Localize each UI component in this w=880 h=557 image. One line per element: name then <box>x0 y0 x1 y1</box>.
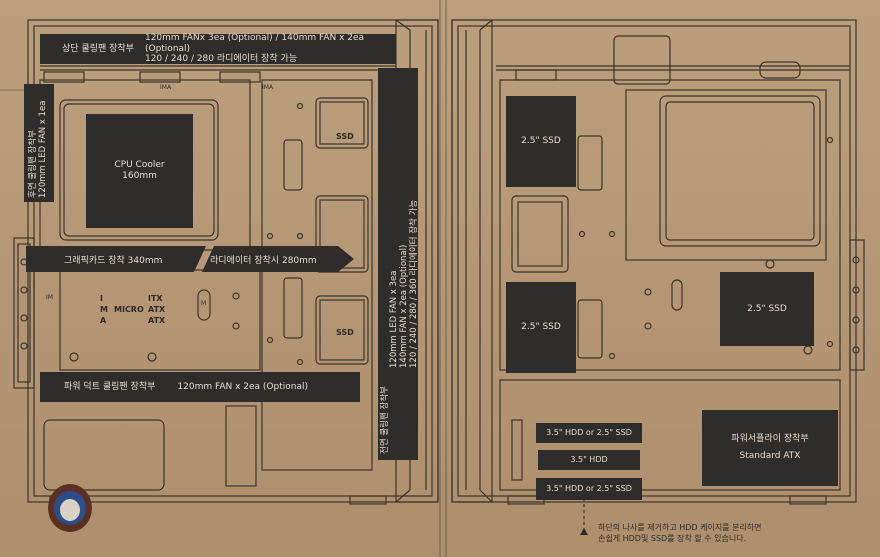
psu-mount-spec: Standard ATX <box>739 451 801 461</box>
form-micro: MICRO <box>114 305 144 314</box>
hdd-tray-1-label: 3.5" HDD or 2.5" SSD <box>546 428 632 438</box>
gpu-length-arrow <box>26 246 354 272</box>
psu-mount-title: 파워서플라이 장착부 <box>731 434 809 445</box>
psu-duct-fan-spec: 120mm FAN x 2ea (Optional) <box>177 381 308 392</box>
rear-fan-line2: 120mm LED FAN x 1ea <box>38 100 49 198</box>
ssd-slot-top: SSD <box>336 132 354 141</box>
hdd-tray-3-label: 3.5" HDD or 2.5" SSD <box>546 484 632 494</box>
form-m: M <box>100 305 108 314</box>
rear-fan-mount-label: 후면 쿨링팬 장착부 120mm LED FAN x 1ea <box>24 84 54 202</box>
arrow-up-icon <box>580 528 588 535</box>
ssd-bay-1-label: 2.5" SSD <box>521 136 561 147</box>
form-itx: ITX <box>148 294 163 303</box>
ima-label-left: IMA <box>160 84 172 91</box>
ima-label-mid: IMA <box>262 84 274 91</box>
im-label-side: IM <box>46 294 53 301</box>
radiator-gpu-length-label: 라디에이터 장착시 280mm <box>210 256 317 266</box>
form-atx2: ATX <box>148 316 166 325</box>
ssd-bay-3-label: 2.5" SSD <box>747 303 787 314</box>
stamp-logo <box>48 484 92 532</box>
hdd-tray-1: 3.5" HDD or 2.5" SSD <box>536 423 642 443</box>
front-fan-line4: 전면 쿨링팬 장착부 <box>380 386 390 454</box>
ssd-bay-3: 2.5" SSD <box>720 272 814 346</box>
form-factor-labels: I M A MICRO ITX ATX ATX <box>96 294 236 330</box>
psu-duct-fan-label: 파워 덕트 쿨링팬 장착부 120mm FAN x 2ea (Optional) <box>40 372 360 402</box>
top-fan-mount-label: 상단 쿨링팬 장착부 120mm FANx 3ea (Optional) / 1… <box>40 32 396 65</box>
top-fan-spec-line1: 120mm FANx 3ea (Optional) / 140mm FAN x … <box>144 32 365 54</box>
form-atx1: ATX <box>148 305 166 314</box>
top-fan-spec-line2: 120 / 240 / 280 라디에이터 장착 가능 <box>144 54 298 65</box>
psu-mount-label: 파워서플라이 장착부 Standard ATX <box>702 410 838 486</box>
form-i: I <box>100 294 103 303</box>
gpu-length-label: 그래픽카드 장착 340mm <box>64 256 163 266</box>
hdd-tray-3: 3.5" HDD or 2.5" SSD <box>536 478 642 500</box>
top-fan-title: 상단 쿨링팬 장착부 <box>62 43 134 54</box>
hdd-cage-note-line1: 하단의 나사를 제거하고 HDD 케이지를 분리하면 <box>598 523 762 532</box>
rear-fan-line1: 후면 쿨링팬 장착부 <box>28 130 38 198</box>
cpu-cooler-area: CPU Cooler 160mm <box>86 114 193 228</box>
m-mark: M <box>201 300 207 307</box>
front-fan-line3: 120 / 240 / 280 / 360 라디에이터 장착 가능 <box>408 199 419 368</box>
ssd-bay-1: 2.5" SSD <box>506 96 576 187</box>
ssd-bay-2: 2.5" SSD <box>506 282 576 373</box>
front-fan-mount-label: 전면 쿨링팬 장착부 120mm LED FAN x 3ea 140mm FAN… <box>378 68 419 460</box>
form-a: A <box>100 316 107 325</box>
psu-duct-fan-title: 파워 덕트 쿨링팬 장착부 <box>64 381 156 392</box>
hdd-tray-2-label: 3.5" HDD <box>570 455 608 465</box>
ssd-bay-2-label: 2.5" SSD <box>521 322 561 333</box>
ssd-slot-bottom: SSD <box>336 328 354 337</box>
hdd-cage-note: 하단의 나사를 제거하고 HDD 케이지를 분리하면 손쉽게 HDD및 SSD를… <box>598 522 762 544</box>
hdd-tray-2: 3.5" HDD <box>538 450 640 470</box>
cpu-cooler-height: 160mm <box>122 171 157 181</box>
hdd-cage-note-line2: 손쉽게 HDD및 SSD를 장착 할 수 있습니다. <box>598 534 747 543</box>
cpu-cooler-label: CPU Cooler <box>114 160 165 171</box>
